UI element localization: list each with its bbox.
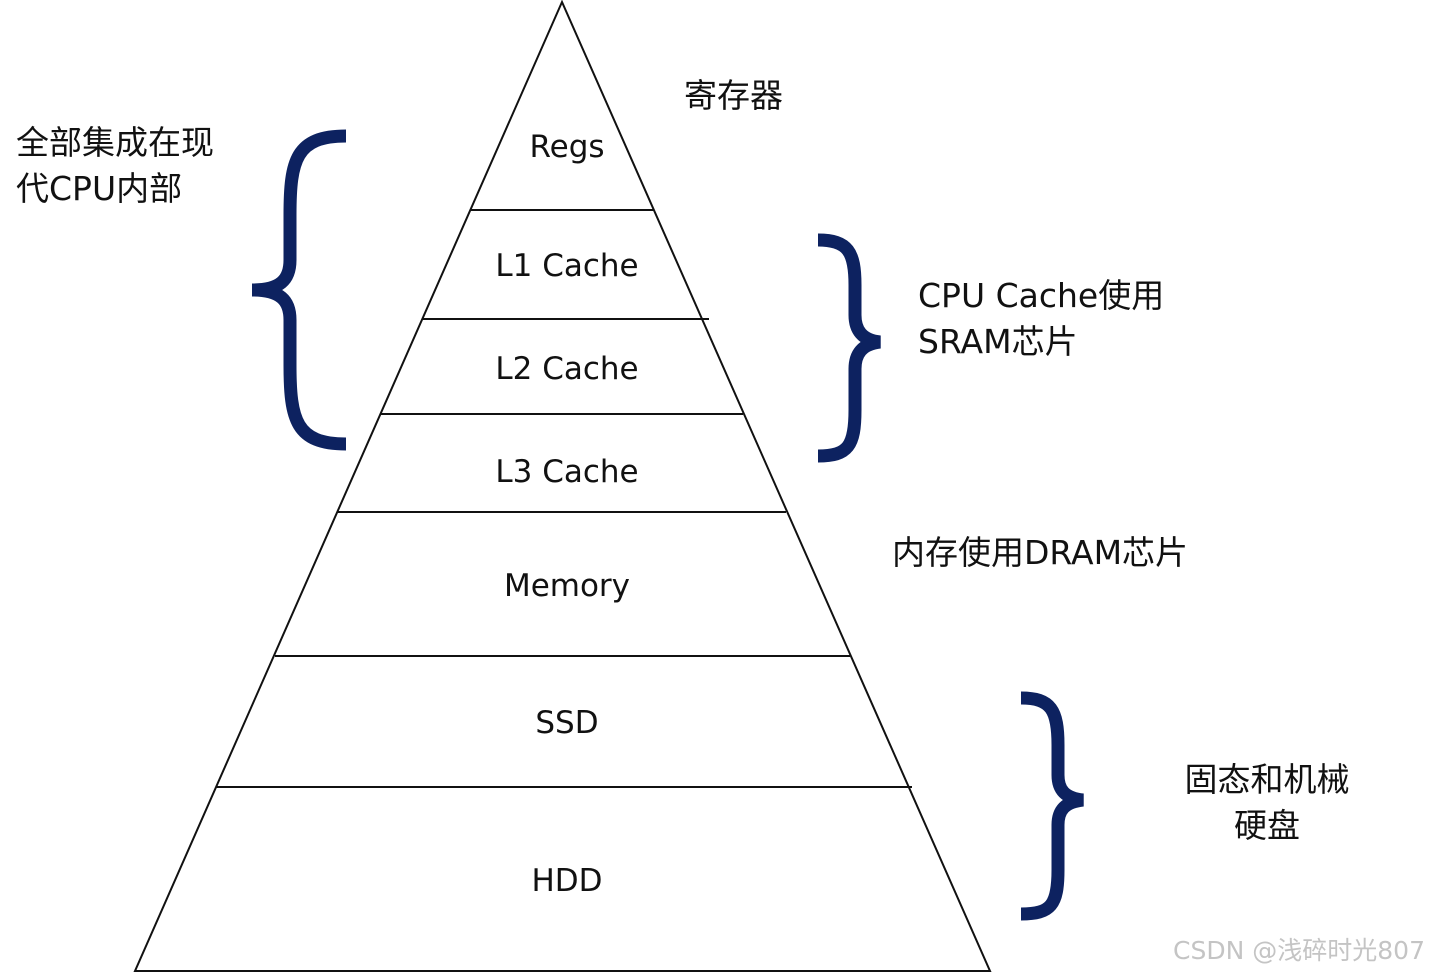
registers-note: 寄存器 (684, 73, 783, 119)
pyramid-outline (133, 0, 992, 972)
cpu-cache-sram-note: CPU Cache使用 SRAM芯片 (918, 273, 1164, 365)
cpu-cache-sram-note-line2: SRAM芯片 (918, 322, 1078, 361)
integrated-cpu-note-line2: 代CPU内部 (16, 169, 183, 208)
layer-label-memory: Memory (504, 568, 630, 604)
watermark: CSDN @浅碎时光807 (1173, 936, 1425, 965)
memory-dram-note: 内存使用DRAM芯片 (892, 530, 1188, 576)
integrated-cpu-note: 全部集成在现 代CPU内部 (16, 120, 214, 212)
registers-note-text: 寄存器 (684, 76, 783, 115)
layer-label-l1-cache: L1 Cache (495, 248, 638, 284)
integrated-cpu-note-line1: 全部集成在现 (16, 123, 214, 162)
left-brace-icon (251, 129, 347, 451)
disk-note-line2: 硬盘 (1234, 806, 1300, 845)
right-brace-cache-icon (817, 233, 882, 463)
layer-label-l2-cache: L2 Cache (495, 351, 638, 387)
disk-note: 固态和机械 硬盘 (1172, 757, 1362, 849)
disk-note-line1: 固态和机械 (1184, 760, 1350, 799)
layer-label-hdd: HDD (531, 863, 602, 899)
layer-label-regs: Regs (529, 129, 604, 165)
memory-dram-note-text: 内存使用DRAM芯片 (892, 533, 1189, 572)
layer-label-ssd: SSD (535, 705, 598, 741)
layer-label-l3-cache: L3 Cache (495, 454, 638, 490)
right-brace-disk-icon (1020, 691, 1085, 921)
cpu-cache-sram-note-line1: CPU Cache使用 (918, 276, 1165, 315)
